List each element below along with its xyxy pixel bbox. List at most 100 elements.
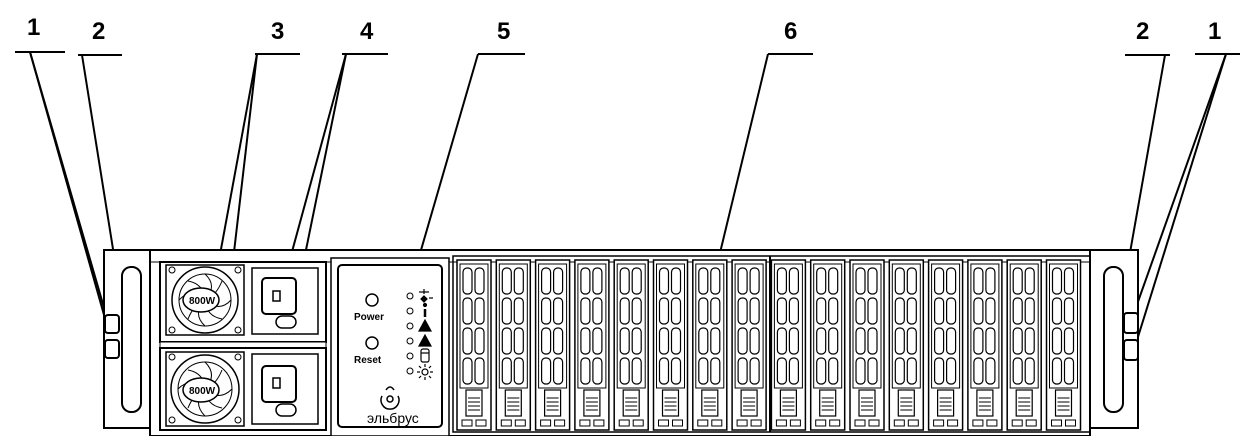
vent-slot	[828, 357, 839, 385]
ear-screw-right-top	[1123, 312, 1139, 334]
drive-bay[interactable]	[534, 259, 571, 431]
vent-slot	[985, 327, 996, 355]
drive-bay[interactable]	[1045, 259, 1082, 431]
vent-slot	[816, 267, 827, 295]
drive-bay[interactable]	[574, 259, 610, 431]
vent-slot	[894, 357, 905, 385]
vent-slot	[867, 357, 878, 385]
vent-slot	[474, 297, 485, 325]
vent-slot	[855, 297, 866, 325]
drive-latch	[465, 389, 483, 417]
vent-slot	[816, 357, 827, 385]
led-4	[406, 337, 414, 345]
vent-slot	[894, 297, 905, 325]
drive-bay[interactable]	[652, 259, 689, 431]
vent-slot	[749, 297, 760, 325]
vent-slot	[658, 327, 670, 355]
vent-slot	[552, 297, 564, 325]
callout-1-left: 1	[27, 14, 40, 41]
drive-latch	[1054, 389, 1073, 417]
vent-slot	[973, 267, 984, 295]
vent-slot	[658, 297, 670, 325]
drive-led	[868, 419, 880, 427]
drive-bay[interactable]	[888, 259, 925, 431]
drive-led	[907, 419, 919, 427]
drive-latch	[779, 389, 798, 417]
vent-slot	[749, 267, 760, 295]
drive-led	[933, 419, 945, 427]
vent-slot	[552, 267, 564, 295]
drive-bay-array	[456, 259, 1082, 431]
vent-slot	[855, 267, 866, 295]
vent-slot	[619, 357, 630, 385]
reset-button[interactable]	[365, 336, 379, 350]
vent-slot	[462, 267, 473, 295]
vent-slot	[501, 357, 512, 385]
drive-led	[1065, 419, 1076, 427]
callout-2-left: 2	[92, 18, 105, 45]
vent-slot	[474, 327, 485, 355]
handle-right	[1103, 266, 1124, 413]
drive-bay[interactable]	[613, 259, 649, 431]
power-button[interactable]	[365, 293, 379, 307]
vent-slot	[828, 297, 839, 325]
drive-bay[interactable]	[849, 259, 885, 431]
vent-slot	[737, 357, 748, 385]
vent-slot	[540, 357, 552, 385]
vent-slot	[933, 327, 945, 355]
drive-led	[618, 419, 630, 427]
drive-latch	[1015, 389, 1033, 417]
drive-bay[interactable]	[456, 259, 492, 431]
callout-5: 5	[497, 18, 510, 45]
drive-led	[540, 419, 552, 427]
vent-slot	[501, 327, 512, 355]
vent-slot	[592, 267, 603, 295]
vent-slot	[501, 267, 512, 295]
vent-slot	[540, 267, 552, 295]
drive-led	[736, 419, 748, 427]
vent-slot	[474, 267, 485, 295]
drive-latch	[504, 389, 522, 417]
callout-3: 3	[271, 18, 284, 45]
drive-bay[interactable]	[809, 259, 846, 431]
vent-slot	[737, 267, 748, 295]
vent-slot	[462, 297, 473, 325]
led-6	[406, 367, 414, 375]
psu-bottom	[159, 347, 327, 431]
vent-slot	[985, 357, 996, 385]
vent-slot	[513, 297, 524, 325]
vent-slot	[619, 267, 630, 295]
drive-bay[interactable]	[495, 259, 532, 431]
vent-slot	[698, 297, 709, 325]
psu-top-label: 800W	[189, 296, 216, 307]
info-icon	[422, 302, 428, 317]
drive-bay[interactable]	[692, 259, 728, 431]
vent-slot	[788, 327, 800, 355]
vent-slot	[670, 267, 682, 295]
drive-led	[750, 419, 762, 427]
drive-led	[475, 419, 487, 427]
warning-icon	[417, 318, 433, 332]
drive-bay[interactable]	[731, 259, 767, 431]
drive-led	[593, 419, 605, 427]
vent-slot	[670, 327, 682, 355]
vent-slot	[906, 267, 917, 295]
vent-slot	[580, 267, 591, 295]
drive-bay[interactable]	[1006, 259, 1042, 431]
drive-icon	[420, 348, 430, 363]
drive-led	[697, 419, 709, 427]
power-button-label: Power	[354, 312, 384, 323]
vent-slot	[1063, 357, 1075, 385]
drive-led	[579, 419, 591, 427]
vent-slot	[776, 357, 788, 385]
vent-slot	[580, 297, 591, 325]
vent-slot	[580, 327, 591, 355]
drive-bay[interactable]	[770, 259, 807, 431]
elbrus-logo-icon	[380, 386, 400, 410]
vent-slot	[906, 327, 917, 355]
drive-bay[interactable]	[927, 259, 964, 431]
ear-screw-right-bottom	[1123, 339, 1139, 361]
vent-slot	[513, 267, 524, 295]
vent-slot	[710, 297, 721, 325]
drive-bay[interactable]	[967, 259, 1003, 431]
